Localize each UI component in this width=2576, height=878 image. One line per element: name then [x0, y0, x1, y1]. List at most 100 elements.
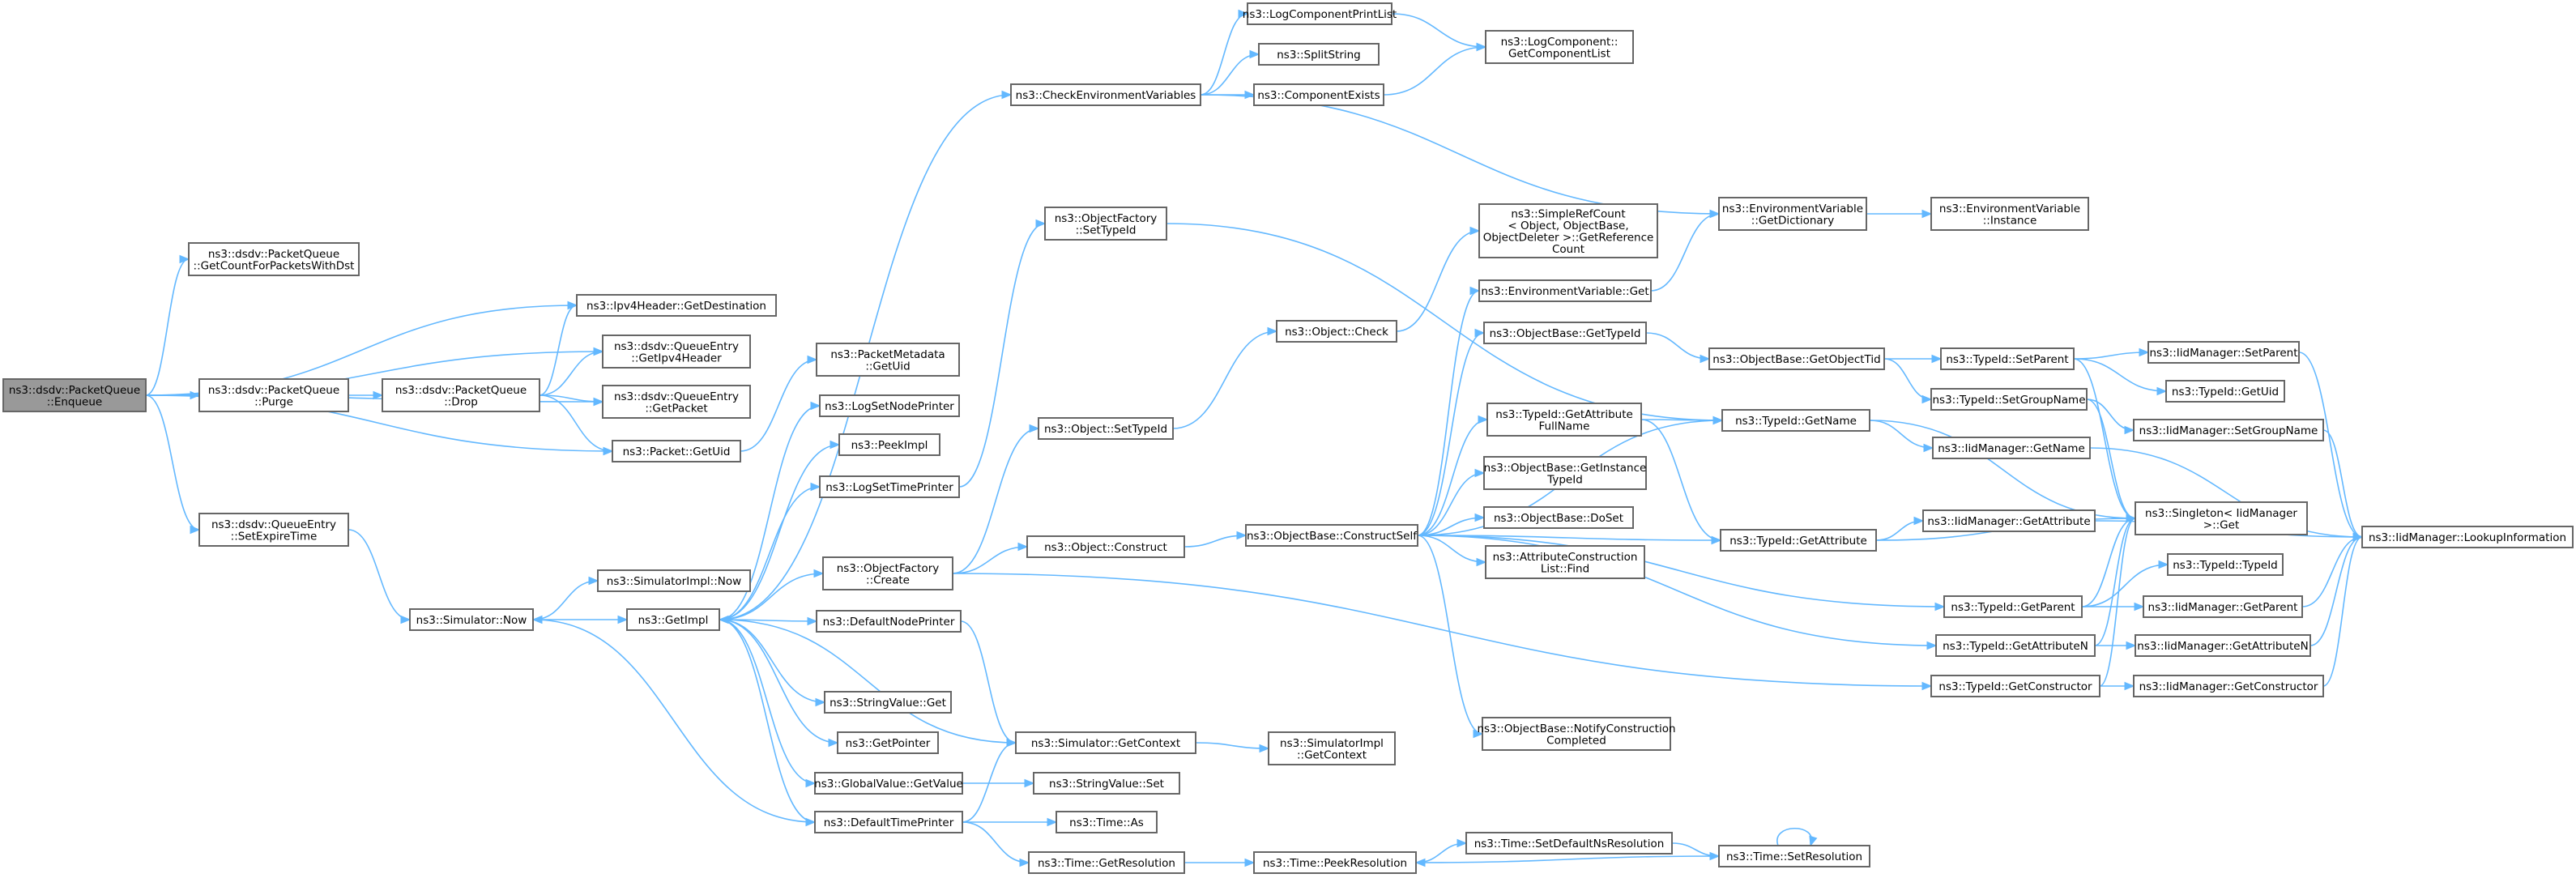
node-drop[interactable]: ns3::dsdv::PacketQueue::Drop: [382, 378, 540, 412]
node-envdict[interactable]: ns3::EnvironmentVariable::GetDictionary: [1718, 197, 1867, 231]
node-label: ns3::TypeId::GetName: [1735, 415, 1857, 428]
edge-constructself-to-tidgetattrfull: [1417, 415, 1489, 536]
edge-tidsetparent-to-iidsetparent: [2073, 347, 2150, 360]
node-label: ns3::TypeId::TypeId: [2173, 559, 2278, 572]
node-box: [1935, 634, 2096, 657]
node-label: ns3::Time::SetResolution: [1726, 850, 1862, 863]
node-tidgetattr[interactable]: ns3::TypeId::GetAttribute: [1720, 529, 1877, 552]
node-iidgetctor[interactable]: ns3::IidManager::GetConstructor: [2133, 675, 2324, 697]
node-peekres[interactable]: ns3::Time::PeekResolution: [1253, 851, 1417, 874]
node-getpointer[interactable]: ns3::GetPointer: [837, 731, 939, 754]
node-getdest[interactable]: ns3::Ipv4Header::GetDestination: [576, 294, 777, 317]
node-iidgetname[interactable]: ns3::IidManager::GetName: [1932, 437, 2091, 459]
node-implnow[interactable]: ns3::SimulatorImpl::Now: [597, 569, 751, 592]
node-box: [2135, 634, 2311, 657]
node-label: ns3::SimulatorImpl::Now: [607, 575, 741, 588]
node-tidsetgroup[interactable]: ns3::TypeId::SetGroupName: [1930, 388, 2088, 411]
node-strget[interactable]: ns3::StringValue::Get: [824, 691, 952, 714]
node-tidgetname[interactable]: ns3::TypeId::GetName: [1721, 409, 1870, 432]
edge-iidgetattrn-to-iidlookup: [2309, 532, 2364, 646]
node-peekimpl[interactable]: ns3::PeekImpl: [838, 433, 940, 456]
node-implctx[interactable]: ns3::SimulatorImpl::GetContext: [1268, 731, 1396, 765]
node-getipv4[interactable]: ns3::dsdv::QueueEntry::GetIpv4Header: [602, 335, 751, 369]
node-iidsetparent[interactable]: ns3::IidManager::SetParent: [2147, 341, 2300, 364]
node-obnotify[interactable]: ns3::ObjectBase::NotifyConstructionCompl…: [1477, 717, 1676, 751]
node-split[interactable]: ns3::SplitString: [1258, 43, 1380, 66]
node-label: ns3::ObjectFactory: [837, 562, 940, 575]
node-getcomplist[interactable]: ns3::LogComponent::GetComponentList: [1485, 30, 1634, 64]
node-box: [816, 343, 960, 377]
node-ofsettypeid[interactable]: ns3::ObjectFactory::SetTypeId: [1044, 207, 1167, 241]
node-setdefres[interactable]: ns3::Time::SetDefaultNsResolution: [1465, 832, 1673, 855]
node-root[interactable]: ns3::dsdv::PacketQueue::Enqueue: [2, 378, 147, 412]
node-objconstruct[interactable]: ns3::Object::Construct: [1026, 535, 1185, 558]
node-compexists[interactable]: ns3::ComponentExists: [1253, 83, 1384, 106]
node-label: ns3::IidManager::SetParent: [2150, 347, 2298, 360]
node-objsettypeid[interactable]: ns3::Object::SetTypeId: [1038, 417, 1174, 440]
node-tidgetctor[interactable]: ns3::TypeId::GetConstructor: [1930, 675, 2100, 697]
edge-defnode-to-simctx: [960, 620, 1017, 748]
node-tidgetparent[interactable]: ns3::TypeId::GetParent: [1943, 595, 2083, 618]
node-now[interactable]: ns3::Simulator::Now: [409, 608, 534, 631]
node-simctx[interactable]: ns3::Simulator::GetContext: [1015, 731, 1196, 754]
node-label: ::SetTypeId: [1076, 224, 1137, 237]
node-label: TypeId: [1546, 473, 1583, 486]
edge-iidgetctor-to-iidlookup: [2322, 532, 2364, 687]
node-obgettypeid[interactable]: ns3::ObjectBase::GetTypeId: [1483, 322, 1647, 344]
node-tidgetattrn[interactable]: ns3::TypeId::GetAttributeN: [1935, 634, 2096, 657]
node-box: [2147, 341, 2300, 364]
node-getcount[interactable]: ns3::dsdv::PacketQueue::GetCountForPacke…: [188, 242, 360, 276]
node-iidgetparent[interactable]: ns3::IidManager::GetParent: [2143, 595, 2303, 618]
node-iidsetgroup[interactable]: ns3::IidManager::SetGroupName: [2133, 419, 2324, 441]
node-timegetres[interactable]: ns3::Time::GetResolution: [1028, 851, 1185, 874]
node-box: [1721, 409, 1870, 432]
node-envinst[interactable]: ns3::EnvironmentVariable::Instance: [1930, 197, 2089, 231]
node-timeas[interactable]: ns3::Time::As: [1056, 811, 1158, 833]
edge-root-to-getcount: [145, 254, 190, 396]
node-constructself[interactable]: ns3::ObjectBase::ConstructSelf: [1245, 524, 1418, 547]
node-obdoset[interactable]: ns3::ObjectBase::DoSet: [1483, 506, 1634, 529]
node-deftime[interactable]: ns3::DefaultTimePrinter: [814, 811, 963, 833]
node-label: ns3::Time::SetDefaultNsResolution: [1474, 838, 1665, 850]
node-setres[interactable]: ns3::Time::SetResolution: [1718, 845, 1870, 867]
node-tidgetuid[interactable]: ns3::TypeId::GetUid: [2165, 380, 2285, 403]
node-iidgetattr[interactable]: ns3::IidManager::GetAttribute: [1922, 509, 2096, 532]
node-label: ObjectDeleter >::GetReference: [1483, 231, 1654, 244]
node-purge[interactable]: ns3::dsdv::PacketQueue::Purge: [198, 378, 349, 412]
node-label: ns3::TypeId::GetParent: [1951, 601, 2075, 614]
node-label: ns3::AttributeConstruction: [1493, 551, 1638, 564]
node-logsetnode[interactable]: ns3::LogSetNodePrinter: [819, 394, 960, 417]
node-tidsetparent[interactable]: ns3::TypeId::SetParent: [1940, 347, 2075, 370]
node-metauid[interactable]: ns3::PacketMetadata::GetUid: [816, 343, 960, 377]
node-label: ns3::ObjectBase::GetInstance: [1484, 462, 1647, 475]
node-pktuid[interactable]: ns3::Packet::GetUid: [612, 440, 741, 462]
node-setexpire[interactable]: ns3::dsdv::QueueEntry::SetExpireTime: [198, 513, 349, 547]
node-obgetobjtid[interactable]: ns3::ObjectBase::GetObjectTid: [1708, 347, 1885, 370]
node-globalget[interactable]: ns3::GlobalValue::GetValue: [814, 772, 963, 795]
node-simpleref[interactable]: ns3::SimpleRefCount< Object, ObjectBase,…: [1478, 203, 1658, 258]
node-tidtypeid[interactable]: ns3::TypeId::TypeId: [2167, 553, 2284, 576]
edge-getimpl-to-deftime: [719, 619, 817, 827]
node-logsettime[interactable]: ns3::LogSetTimePrinter: [819, 475, 960, 498]
node-defnode[interactable]: ns3::DefaultNodePrinter: [816, 610, 962, 633]
node-getpacket[interactable]: ns3::dsdv::QueueEntry::GetPacket: [602, 385, 751, 419]
node-singleton[interactable]: ns3::Singleton< IidManager>::Get: [2135, 501, 2308, 535]
node-checkenv[interactable]: ns3::CheckEnvironmentVariables: [1010, 83, 1201, 106]
node-iidgetattrn[interactable]: ns3::IidManager::GetAttributeN: [2135, 634, 2311, 657]
node-ofcreate[interactable]: ns3::ObjectFactory::Create: [822, 556, 953, 590]
node-iidlookup[interactable]: ns3::IidManager::LookupInformation: [2361, 526, 2574, 548]
node-getimpl[interactable]: ns3::GetImpl: [626, 608, 720, 631]
node-strset[interactable]: ns3::StringValue::Set: [1033, 772, 1180, 795]
node-box: [612, 440, 741, 462]
node-label: ns3::ObjectBase::DoSet: [1494, 512, 1623, 525]
node-logprint[interactable]: ns3::LogComponentPrintList: [1243, 2, 1397, 25]
edge-getimpl-to-strget: [719, 619, 826, 707]
node-box: [1245, 524, 1418, 547]
node-label: List::Find: [1541, 562, 1589, 575]
node-envget[interactable]: ns3::EnvironmentVariable::Get: [1478, 279, 1652, 302]
node-objcheck[interactable]: ns3::Object::Check: [1276, 320, 1397, 343]
